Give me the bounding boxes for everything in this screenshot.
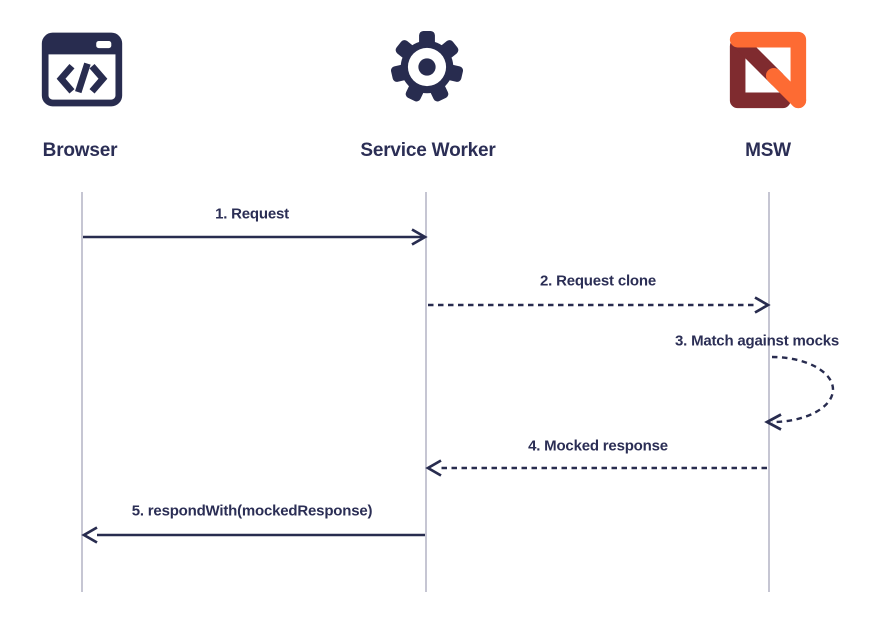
message-label-request: 1. Request [215,205,289,223]
browser-window-icon [40,31,124,113]
actor-label-msw: MSW [745,140,791,161]
actor-label-service-worker: Service Worker [360,140,496,161]
message-label-respond-with: 5. respondWith(mockedResponse) [131,502,373,520]
actor-label-browser: Browser [42,140,118,161]
message-label-match-against-mocks: 3. Match against mocks [675,332,839,350]
gear-icon [390,28,464,111]
message-label-request-clone: 2. Request clone [539,272,657,290]
arrow-respond-with [81,526,425,544]
message-label-mocked-response: 4. Mocked response [528,437,668,455]
arrow-match-against-mocks [764,355,835,431]
arrow-mocked-response [425,459,767,477]
arrow-request [83,228,428,246]
arrow-request-clone [428,296,771,314]
msw-logo-icon [727,28,809,117]
